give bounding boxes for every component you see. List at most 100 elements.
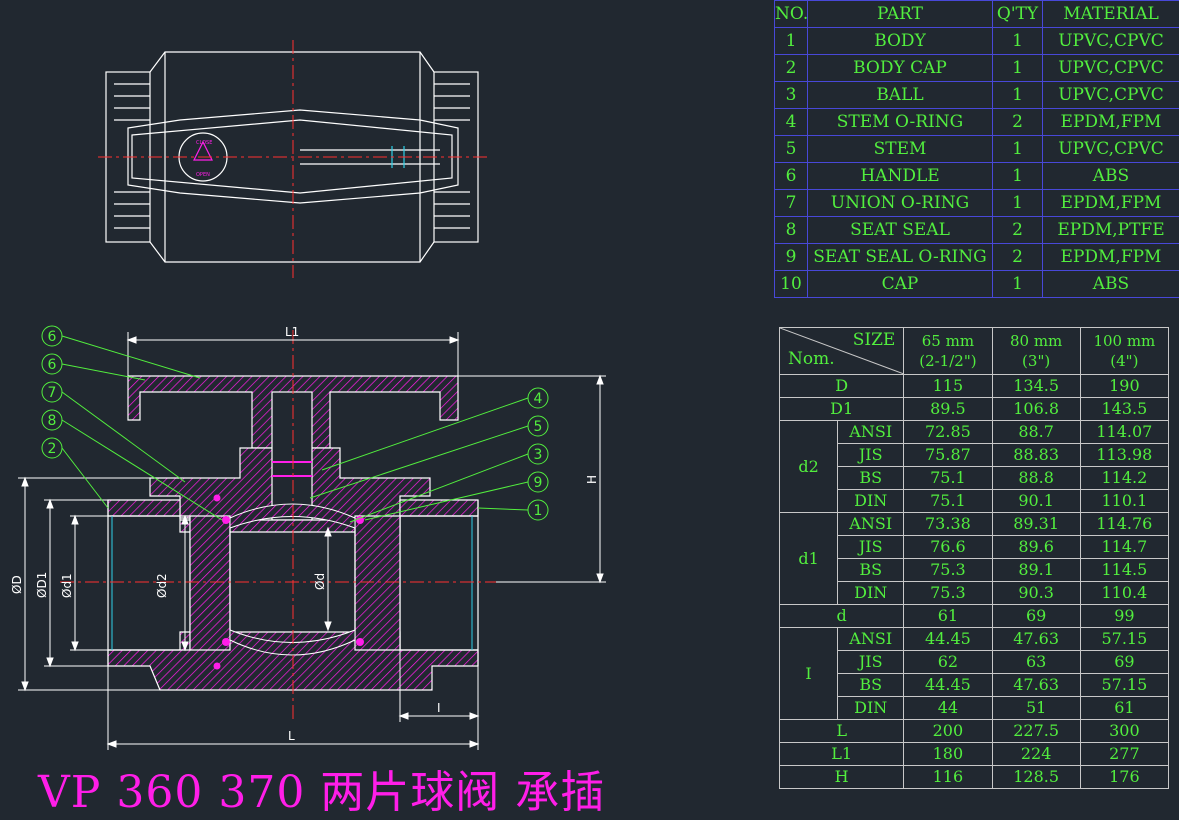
cell-value: 90.1: [992, 490, 1080, 513]
part-material: UPVC,CPVC: [1043, 82, 1179, 109]
cell-value: 116: [904, 766, 992, 789]
std-label: DIN: [838, 582, 904, 605]
part-no: 2: [775, 55, 808, 82]
table-row: 9 SEAT SEAL O-RING 2 EPDM,FPM: [775, 244, 1179, 271]
header-no: NO.: [775, 1, 808, 28]
cell-value: 110.1: [1080, 490, 1168, 513]
cell-value: 277: [1080, 743, 1168, 766]
row-label: L: [780, 720, 904, 743]
cell-value: 176: [1080, 766, 1168, 789]
size-corner-cell: SIZE Nom.: [780, 328, 904, 375]
part-name: SEAT SEAL: [808, 217, 993, 244]
cell-value: 61: [904, 605, 992, 628]
corner-size-label: SIZE: [853, 332, 896, 349]
table-row: DIN 75.3 90.3 110.4: [780, 582, 1169, 605]
cell-value: 88.8: [992, 467, 1080, 490]
std-label: BS: [838, 674, 904, 697]
cell-value: 224: [992, 743, 1080, 766]
table-row: 7 UNION O-RING 1 EPDM,FPM: [775, 190, 1179, 217]
part-qty: 2: [993, 244, 1043, 271]
cell-value: 88.83: [992, 444, 1080, 467]
part-no: 4: [775, 109, 808, 136]
std-label: JIS: [838, 651, 904, 674]
balloon-label: 6: [48, 357, 57, 373]
cell-value: 75.1: [904, 490, 992, 513]
cell-value: 69: [992, 605, 1080, 628]
part-name: SEAT SEAL O-RING: [808, 244, 993, 271]
corner-nom-label: Nom.: [788, 351, 835, 368]
header-part: PART: [808, 1, 993, 28]
cell-value: 89.6: [992, 536, 1080, 559]
row-label: H: [780, 766, 904, 789]
part-name: BALL: [808, 82, 993, 109]
dim-label-d2: Ød2: [155, 573, 169, 598]
part-name: BODY CAP: [808, 55, 993, 82]
cell-value: 75.1: [904, 467, 992, 490]
cell-value: 114.76: [1080, 513, 1168, 536]
part-qty: 1: [993, 82, 1043, 109]
cell-value: 89.1: [992, 559, 1080, 582]
cell-value: 72.85: [904, 421, 992, 444]
cell-value: 180: [904, 743, 992, 766]
cell-value: 143.5: [1080, 398, 1168, 421]
cell-value: 106.8: [992, 398, 1080, 421]
size-inch: (2-1/2"): [904, 351, 991, 371]
std-label: BS: [838, 467, 904, 490]
std-label: JIS: [838, 536, 904, 559]
cell-value: 75.3: [904, 559, 992, 582]
table-row: JIS 62 63 69: [780, 651, 1169, 674]
table-row: 5 STEM 1 UPVC,CPVC: [775, 136, 1179, 163]
parts-table-header: NO. PART Q'TY MATERIAL: [775, 1, 1179, 28]
balloon-label: 7: [48, 385, 57, 401]
part-material: UPVC,CPVC: [1043, 28, 1179, 55]
cell-value: 75.87: [904, 444, 992, 467]
cell-value: 44: [904, 697, 992, 720]
cell-value: 51: [992, 697, 1080, 720]
part-material: EPDM,PTFE: [1043, 217, 1179, 244]
table-row: L 200 227.5 300: [780, 720, 1169, 743]
cell-value: 90.3: [992, 582, 1080, 605]
table-row: JIS 75.87 88.83 113.98: [780, 444, 1169, 467]
std-label: DIN: [838, 490, 904, 513]
part-material: ABS: [1043, 271, 1179, 298]
balloon-label: 5: [534, 419, 543, 435]
balloon-label: 9: [534, 475, 543, 491]
row-label: d: [780, 605, 904, 628]
dim-label-L1: L1: [285, 325, 299, 339]
size-mm: 100 mm: [1081, 331, 1168, 351]
part-material: EPDM,FPM: [1043, 190, 1179, 217]
part-no: 6: [775, 163, 808, 190]
dim-label-D1: ØD1: [35, 572, 49, 598]
cell-value: 61: [1080, 697, 1168, 720]
table-row: L1 180 224 277: [780, 743, 1169, 766]
std-label: ANSI: [838, 421, 904, 444]
table-row: 3 BALL 1 UPVC,CPVC: [775, 82, 1179, 109]
row-label: D1: [780, 398, 904, 421]
row-label: I: [780, 628, 838, 720]
table-row: 10 CAP 1 ABS: [775, 271, 1179, 298]
part-qty: 1: [993, 28, 1043, 55]
table-row: 4 STEM O-RING 2 EPDM,FPM: [775, 109, 1179, 136]
balloon-label: 4: [534, 391, 543, 407]
part-material: UPVC,CPVC: [1043, 55, 1179, 82]
part-no: 3: [775, 82, 808, 109]
table-row: 2 BODY CAP 1 UPVC,CPVC: [775, 55, 1179, 82]
cell-value: 57.15: [1080, 674, 1168, 697]
table-row: H 116 128.5 176: [780, 766, 1169, 789]
cell-value: 63: [992, 651, 1080, 674]
cell-value: 110.4: [1080, 582, 1168, 605]
cell-value: 114.07: [1080, 421, 1168, 444]
table-row: D1 89.5 106.8 143.5: [780, 398, 1169, 421]
dim-label-D: ØD: [10, 575, 24, 594]
size-header-80: 80 mm (3"): [992, 328, 1080, 375]
part-name: CAP: [808, 271, 993, 298]
cell-value: 115: [904, 375, 992, 398]
part-no: 9: [775, 244, 808, 271]
cell-value: 44.45: [904, 628, 992, 651]
size-header-65: 65 mm (2-1/2"): [904, 328, 992, 375]
cell-value: 47.63: [992, 628, 1080, 651]
row-label: d2: [780, 421, 838, 513]
table-row: D 115 134.5 190: [780, 375, 1169, 398]
cell-value: 114.5: [1080, 559, 1168, 582]
part-qty: 1: [993, 271, 1043, 298]
